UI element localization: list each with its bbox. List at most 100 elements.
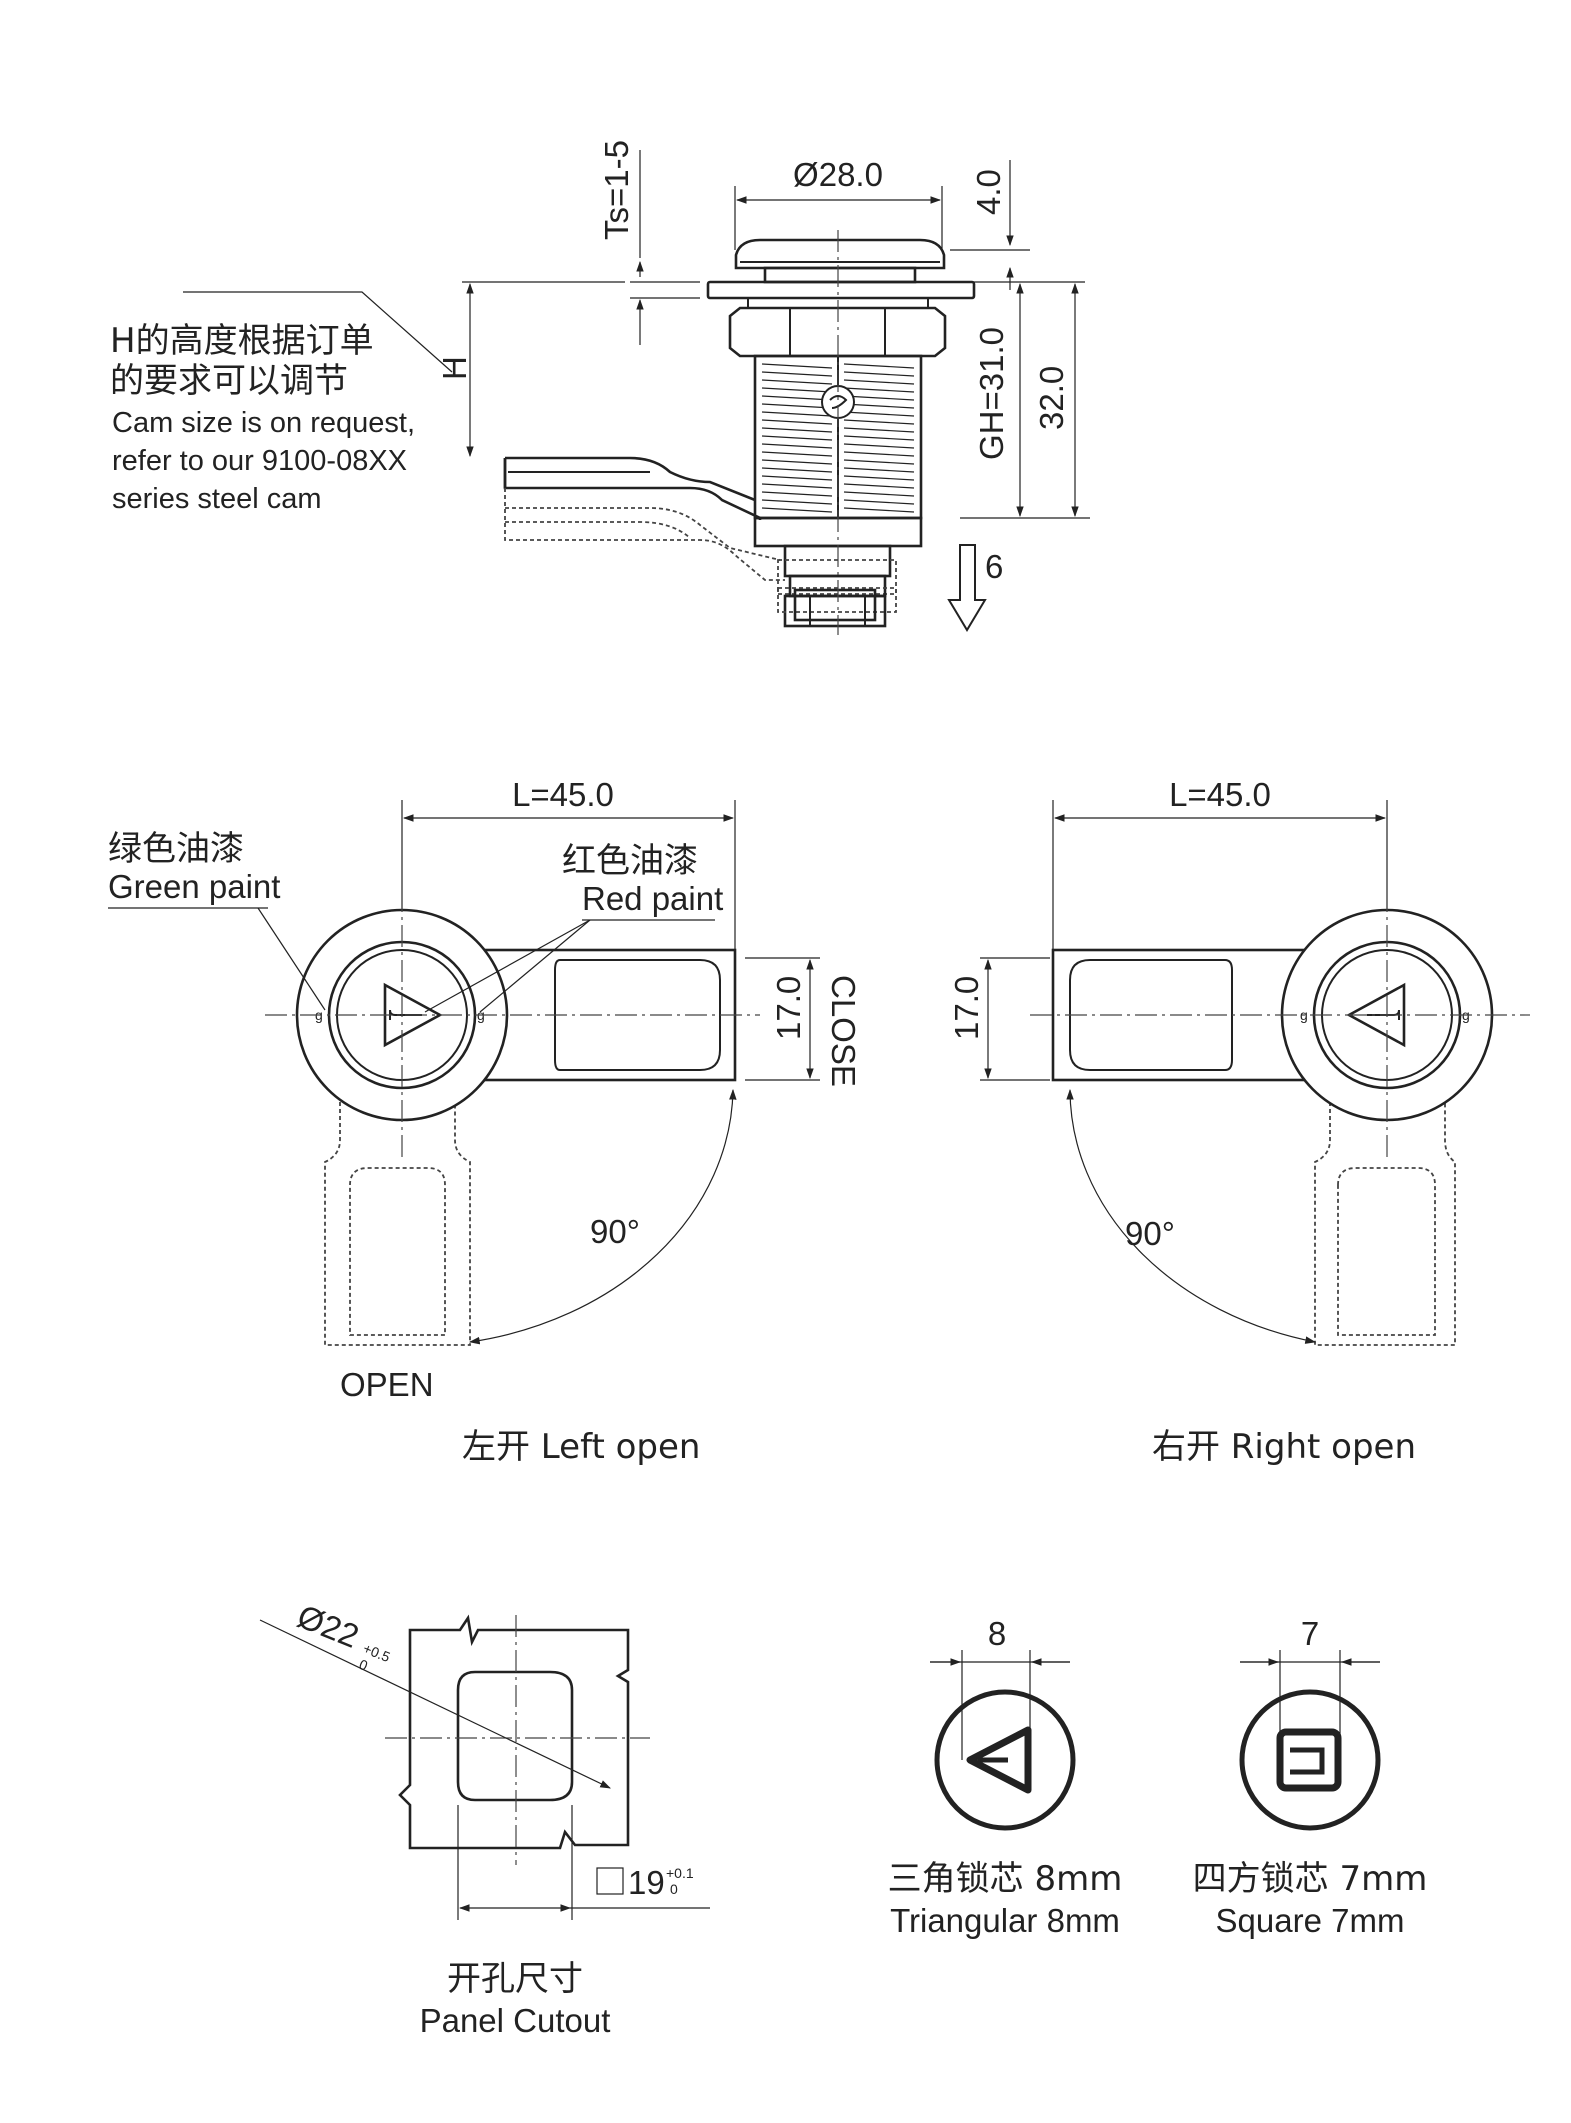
note-leader <box>183 291 453 373</box>
sq-caption-en: Square 7mm <box>1216 1902 1405 1939</box>
red-paint-en: Red paint <box>582 880 723 917</box>
cam-dashed-outline <box>504 488 785 581</box>
thread-line <box>761 451 833 457</box>
red-leader <box>479 919 591 1013</box>
thread-line <box>761 427 833 433</box>
thread-line <box>761 403 833 409</box>
stem-nut <box>793 588 877 622</box>
right-triangle-key-icon <box>1346 982 1406 1048</box>
triangular-core: 8 三角锁芯 8mm Triangular 8mm <box>888 1615 1123 1939</box>
green-paint-en: Green paint <box>108 868 280 905</box>
square-core-icon <box>1276 1728 1342 1792</box>
red-paint-cn: 红色油漆 <box>562 841 698 881</box>
thread-line <box>843 387 915 393</box>
thread-line <box>761 507 833 513</box>
right-angle-label: 90° <box>1125 1215 1175 1252</box>
thread-line <box>843 451 915 457</box>
right-open-caption: 右开 Right open <box>1152 1427 1416 1467</box>
sq-size-label: 7 <box>1301 1615 1319 1652</box>
stem-dashed-2 <box>777 587 897 613</box>
cap-neck <box>763 266 917 284</box>
thread-line <box>843 395 915 401</box>
left-rotation-arc <box>468 1088 737 1345</box>
sq-core-slot <box>1290 1747 1325 1775</box>
thread-line <box>843 363 915 369</box>
open-arm-dashed-inner <box>349 1167 446 1336</box>
thread-line <box>761 459 833 465</box>
cutout-caption-cn: 开孔尺寸 <box>447 1959 583 1999</box>
open-label: OPEN <box>340 1366 434 1403</box>
left-open-caption: 左开 Left open <box>462 1427 700 1467</box>
total-dim-label: 32.0 <box>1033 366 1070 430</box>
thread-line <box>761 371 833 377</box>
gh-dim-label: GH=31.0 <box>973 327 1010 460</box>
cam-bottom-edge <box>503 458 762 520</box>
cutout-dia-label: Ø22 <box>292 1597 364 1655</box>
red-leader-2 <box>424 919 591 1013</box>
thread-line <box>843 467 915 473</box>
right-open-arm-inner <box>1337 1167 1436 1336</box>
green-paint-cn: 绿色油漆 <box>108 829 244 869</box>
tri-caption-cn: 三角锁芯 8mm <box>888 1859 1123 1899</box>
cutout-dia-leader <box>259 1619 611 1789</box>
right-open-arm-dashed <box>1314 1060 1456 1346</box>
left-angle-label: 90° <box>590 1213 640 1250</box>
right-rotation-arc <box>1066 1088 1317 1344</box>
thread-line <box>761 419 833 425</box>
thread-line <box>761 379 833 385</box>
tri-size-label: 8 <box>988 1615 1006 1652</box>
thread-lines <box>761 363 915 513</box>
cam-top-edge <box>505 456 756 502</box>
thread-line <box>843 443 915 449</box>
thread-line <box>843 427 915 433</box>
thread-line <box>761 363 833 369</box>
tri-core-circle <box>934 1689 1076 1831</box>
thread-line <box>761 395 833 401</box>
detent-mark <box>829 395 848 409</box>
panel-cutout: Ø22 +0.5 0 19 +0.1 0 开孔尺寸 Panel Cutout <box>259 1597 710 2039</box>
square-core: 7 四方锁芯 7mm Square 7mm <box>1193 1615 1428 1939</box>
right-width-label: 17.0 <box>948 976 985 1040</box>
thread-line <box>761 483 833 489</box>
stem-dashed <box>777 559 897 595</box>
green-leader <box>257 907 326 1011</box>
close-label: CLOSE <box>825 975 862 1087</box>
left-open-view: L=45.0 ɡ ɡ 17.0 CLOSE 90° OPEN 绿色油漆 Gree… <box>108 776 862 1467</box>
thread-line <box>843 435 915 441</box>
sq-core-circle <box>1239 1689 1381 1831</box>
cam-dashed-inner <box>505 507 781 561</box>
right-cam-arm-inner <box>1069 959 1233 1071</box>
thread-line <box>761 491 833 497</box>
thread-line <box>843 459 915 465</box>
thread-line <box>843 475 915 481</box>
note-en-line2: refer to our 9100-08XX <box>112 445 407 477</box>
cam-dashed-inner-2 <box>505 521 691 539</box>
thread-line <box>761 435 833 441</box>
right-length-label: L=45.0 <box>1169 776 1271 813</box>
triangle-core-icon <box>966 1726 1032 1794</box>
cutout-caption-en: Panel Cutout <box>420 2002 611 2039</box>
note-en-line1: Cam size is on request, <box>112 407 415 439</box>
cam-arm-inner <box>554 959 721 1071</box>
tri-caption-en: Triangular 8mm <box>890 1902 1120 1939</box>
square-symbol-icon <box>596 1867 624 1895</box>
diameter-dim-label: Ø28.0 <box>793 156 883 193</box>
thread-line <box>843 379 915 385</box>
left-length-label: L=45.0 <box>512 776 614 813</box>
h-dim-label: H <box>436 356 473 380</box>
sq-caption-cn: 四方锁芯 7mm <box>1193 1859 1428 1899</box>
note-cn-line1: H的高度根据订单 <box>110 321 374 361</box>
thread-line <box>843 419 915 425</box>
cap-height-label: 4.0 <box>970 169 1007 215</box>
right-open-view: L=45.0 ɡ ɡ 17.0 90° 右开 Right open <box>948 776 1530 1467</box>
cutout-hole <box>456 1670 574 1802</box>
note-cn-line2: 的要求可以调节 <box>110 361 348 401</box>
side-view: Ts=1-5 Ø28.0 4.0 GH=31.0 32.0 H <box>110 140 1090 635</box>
thickness-dim-label: Ts=1-5 <box>598 140 635 240</box>
cutout-sq-tol-upper: +0.1 <box>666 1865 694 1881</box>
thread-line <box>761 443 833 449</box>
cutout-square-label: 19 <box>628 1864 665 1901</box>
note-en-line3: series steel cam <box>112 483 322 515</box>
travel-arrow-icon <box>947 544 987 632</box>
